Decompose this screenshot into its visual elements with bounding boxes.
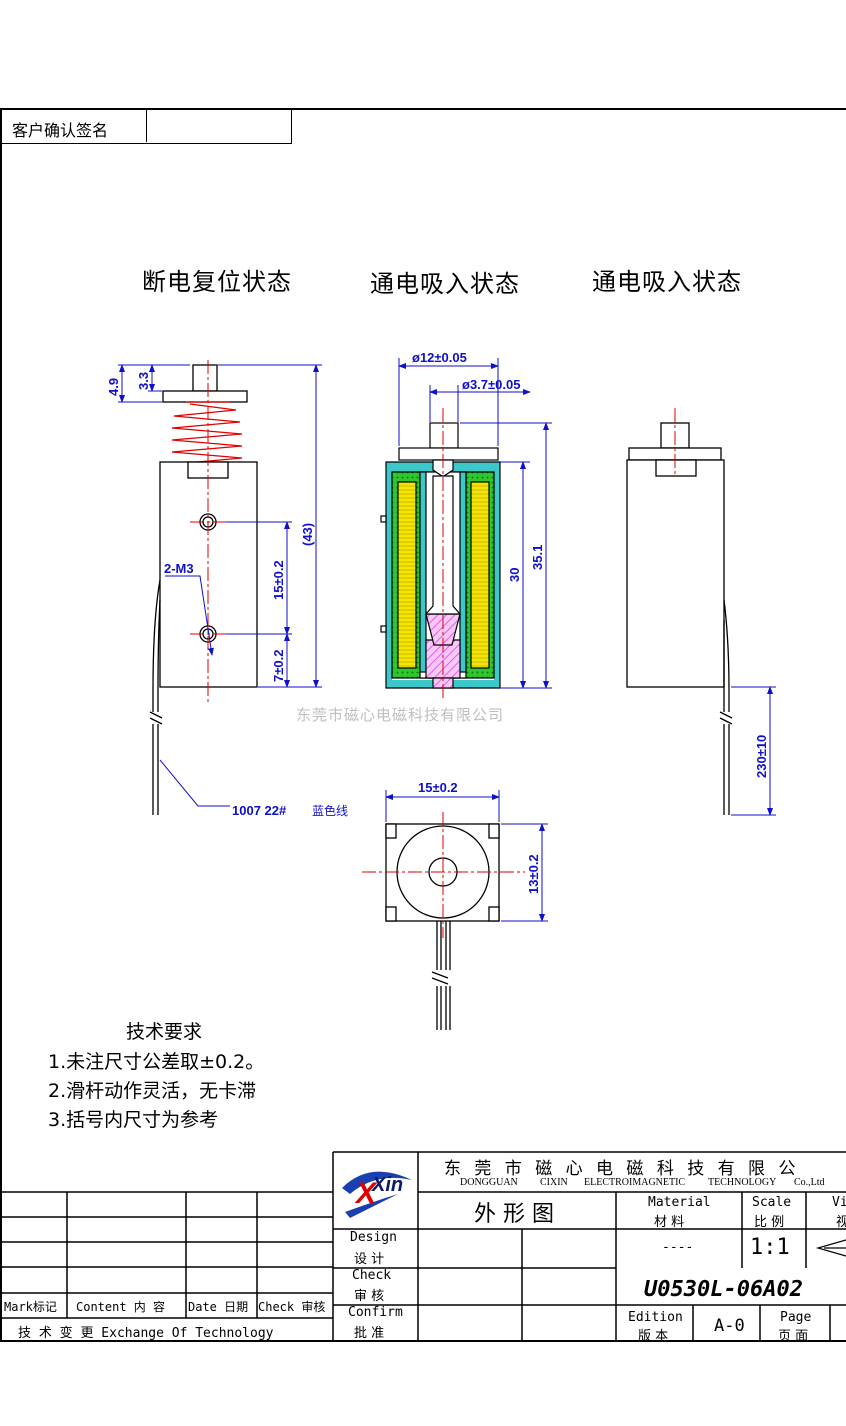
customer-confirm-label: 客户确认签名 (12, 121, 109, 140)
scale-cn: 比 例 (754, 1215, 785, 1230)
view-title-energized-section: 通电吸入状态 (370, 270, 520, 298)
dim-m3: 2-M3 (164, 561, 194, 576)
dim-bottom-15: 15±0.2 (418, 780, 458, 795)
design-en: Design (350, 1230, 397, 1245)
title-block-lines (2, 1151, 846, 1342)
rev-mark-header: Mark标记 (4, 1300, 57, 1314)
dim-7: 7±0.2 (271, 650, 286, 682)
dim-30: 30 (507, 568, 522, 582)
wire-spec: 1007 22# (232, 803, 287, 818)
rev-content-header: Content 内 容 (76, 1300, 166, 1314)
view-title-energized: 通电吸入状态 (592, 268, 742, 296)
dim-bottom-13: 13±0.2 (526, 854, 541, 894)
page-cn: 页 面 (778, 1329, 809, 1344)
company-watermark: 东莞市磁心电磁科技有限公司 (296, 706, 505, 724)
bottom-view-dimensions (385, 790, 548, 922)
part-number: U0530L-06A02 (644, 1277, 803, 1302)
dim-35-1: 35.1 (530, 545, 545, 570)
bottom-view-centerlines (362, 812, 525, 938)
check-en: Check (352, 1268, 392, 1283)
edition-value: A-0 (714, 1316, 745, 1336)
dim-230: 230±10 (754, 735, 769, 778)
right-view-dimensions (731, 686, 776, 816)
requirement-item-3: 3.括号内尺寸为参考 (48, 1109, 219, 1131)
middle-view-dim-texts: ø12±0.05 ø3.7±0.05 30 35.1 (412, 350, 545, 582)
rev-check-header: Check 审核 (258, 1300, 326, 1314)
page-en: Page (780, 1310, 812, 1325)
scale-en: Scale (752, 1195, 792, 1210)
dim-15: 15±0.2 (271, 560, 286, 600)
dim-4-9: 4.9 (106, 378, 121, 396)
customer-confirm-box: 客户确认签名 (2, 110, 292, 144)
material-en: Material (648, 1195, 711, 1210)
svg-text:X: X (354, 1177, 378, 1210)
confirm-en: Confirm (348, 1305, 403, 1320)
rev-date-header: Date 日期 (188, 1300, 249, 1314)
rev-exchange-label: 技 术 变 更 Exchange Of Technology (18, 1326, 274, 1341)
right-view (626, 422, 733, 815)
material-value: ---- (662, 1240, 694, 1255)
requirements-list: 1.未注尺寸公差取±0.2。 2.滑杆动作灵活，无卡滞 3.括号内尺寸为参考 (48, 1048, 264, 1135)
bottom-view-dim-texts: 15±0.2 13±0.2 (418, 780, 541, 894)
company-en-dongguan: DONGGUAN (460, 1177, 518, 1188)
left-view (149, 364, 258, 815)
dim-phi12: ø12±0.05 (412, 350, 467, 365)
company-en-technology: TECHNOLOGY (708, 1177, 777, 1188)
drawing-name: 外 形 图 (474, 1202, 554, 1227)
wire-color-label: 蓝色线 (312, 804, 349, 818)
company-en-coltd: Co.,Ltd (794, 1177, 825, 1188)
view-cn: 视 (836, 1215, 846, 1230)
confirm-cn: 批 准 (354, 1326, 385, 1341)
spring (171, 401, 243, 467)
left-view-dim-texts: 4.9 3.3 (43) 15±0.2 7±0.2 2-M3 1007 22# (106, 372, 315, 818)
middle-view (380, 422, 501, 689)
edition-en: Edition (628, 1310, 683, 1325)
company-en-electro: ELECTROIMAGNETIC (584, 1177, 686, 1188)
dim-phi3-7: ø3.7±0.05 (462, 377, 520, 392)
requirements-title: 技术要求 (126, 1021, 203, 1043)
company-logo: X (342, 1171, 412, 1218)
design-cn: 设 计 (354, 1252, 385, 1267)
view-title-reset: 断电复位状态 (142, 268, 292, 296)
scale-value: 1:1 (750, 1235, 790, 1260)
material-cn: 材 料 (654, 1215, 685, 1230)
company-name-cn: 东 莞 市 磁 心 电 磁 科 技 有 限 公 (444, 1159, 800, 1179)
logo-text: Xin (372, 1174, 404, 1196)
dim-3-3: 3.3 (136, 372, 151, 390)
requirement-item-1: 1.未注尺寸公差取±0.2。 (48, 1051, 265, 1073)
dim-43: (43) (300, 523, 315, 546)
edition-cn: 版 本 (638, 1329, 669, 1344)
customer-signature-field[interactable] (146, 110, 293, 142)
check-cn: 审 核 (354, 1289, 385, 1304)
drawing-border (0, 108, 846, 1342)
left-view-dimensions (118, 364, 322, 807)
middle-view-dimensions (398, 358, 552, 689)
requirement-item-2: 2.滑杆动作灵活，无卡滞 (48, 1080, 257, 1102)
company-en-cixin: CIXIN (540, 1177, 568, 1188)
view-en: Vi (832, 1195, 846, 1210)
